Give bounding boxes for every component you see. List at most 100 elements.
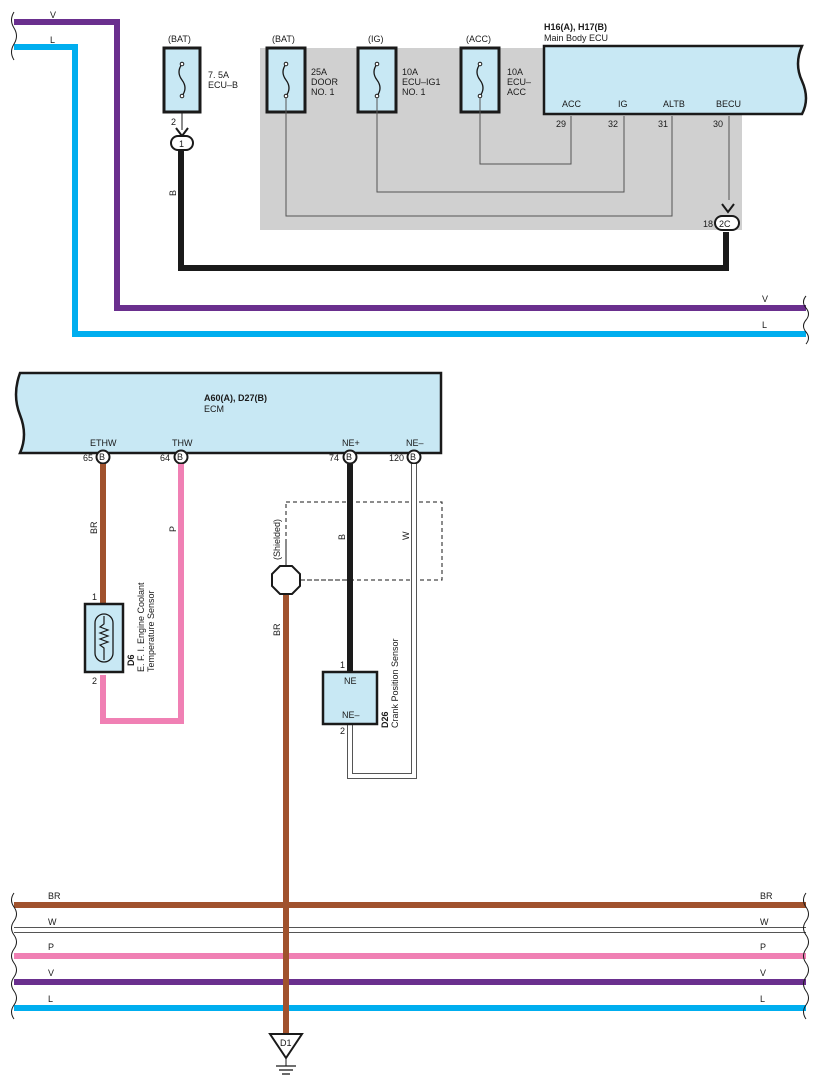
wire-l-top: [14, 44, 806, 337]
ground-connector: [268, 1033, 304, 1060]
fuse4-name2: ACC: [507, 87, 527, 97]
main-ecu-pin-ig: 32: [608, 119, 618, 129]
wire-label-v-top: V: [50, 10, 56, 20]
fuse1-source: (BAT): [168, 34, 191, 44]
ecm-conn-65: B: [99, 452, 105, 462]
main-ecu-body[interactable]: [542, 44, 808, 116]
crank-pin2: 2: [340, 726, 345, 736]
fuse2-source: (BAT): [272, 34, 295, 44]
ecm-term-ne-plus: NE+: [342, 438, 360, 448]
wire-ig1-ig: [376, 98, 625, 193]
bus-label-v-right: V: [760, 968, 766, 978]
fuse3-element: [373, 63, 381, 97]
main-ecu-pin-altb: 31: [658, 119, 668, 129]
bus-label-p-right: P: [760, 942, 766, 952]
wire-label-p-thw: P: [168, 526, 178, 532]
bus-label-br-right: BR: [760, 891, 773, 901]
shield-box: [285, 501, 443, 581]
ecm-code: A60(A), D27(B): [204, 393, 267, 403]
crank-sensor-body[interactable]: [321, 670, 379, 726]
ground-icon: [276, 1058, 296, 1075]
main-ecu-pin-acc: 29: [556, 119, 566, 129]
wire-label-br-shield: BR: [272, 623, 282, 636]
fuse1-pin: 2: [171, 117, 176, 127]
wire-acc-acc: [479, 98, 572, 165]
coolant-code: D6: [126, 654, 136, 666]
bus-label-w-right: W: [760, 917, 769, 927]
fuse2-name1: DOOR: [311, 77, 339, 87]
fuse1-rating: 7. 5A: [208, 70, 229, 80]
fuse2-name2: NO. 1: [311, 87, 335, 97]
coolant-pin2: 2: [92, 676, 97, 686]
ground-label: D1: [280, 1038, 292, 1048]
wire-b-ecub: [178, 150, 729, 271]
wire-w-ne-minus: [347, 464, 417, 779]
main-ecu-term-ig: IG: [618, 99, 628, 109]
fuse4-rating: 10A: [507, 67, 523, 77]
wire-p-thw: [100, 464, 184, 724]
ecm-conn-64: B: [177, 452, 183, 462]
crank-term-ne-minus: NE–: [342, 710, 360, 720]
ecm-pin-120: 120: [389, 453, 404, 463]
fuse1-name: ECU–B: [208, 80, 238, 90]
junction-conn-label: 2C: [719, 219, 731, 229]
wire-label-v-right: V: [762, 294, 768, 304]
fuse3-source: (IG): [368, 34, 384, 44]
coolant-pin1: 1: [92, 592, 97, 602]
wire-label-l-top: L: [50, 35, 55, 45]
fuse1-connector-label: 1: [179, 139, 184, 149]
bus-label-l-right: L: [760, 994, 765, 1004]
main-ecu-code: H16(A), H17(B): [544, 22, 607, 32]
bus-label-v-left: V: [48, 968, 54, 978]
crank-code: D26: [380, 711, 390, 728]
wire-label-b-top: B: [168, 190, 178, 196]
shield-connector-octagon: [271, 565, 301, 595]
main-ecu-term-becu: BECU: [716, 99, 741, 109]
shielded-label: (Shielded): [272, 519, 282, 560]
wire-label-br-ethw: BR: [89, 521, 99, 534]
junction-2c-connector: [714, 215, 740, 231]
break-mark-top-right: [803, 295, 809, 345]
ecm-conn-120: B: [410, 452, 416, 462]
coolant-name2: Temperature Sensor: [146, 590, 156, 672]
wire-label-b-ne: B: [337, 534, 347, 540]
main-ecu-term-altb: ALTB: [663, 99, 685, 109]
fuse3-name1: ECU–IG1: [402, 77, 441, 87]
junction-arrow: [721, 203, 735, 214]
fuse1-connector: [170, 135, 194, 151]
fuse3-name2: NO. 1: [402, 87, 426, 97]
main-ecu-name: Main Body ECU: [544, 33, 608, 43]
main-ecu-pin-becu: 30: [713, 119, 723, 129]
crank-name: Crank Position Sensor: [390, 638, 400, 728]
coolant-name1: E. F. I. Engine Coolant: [136, 582, 146, 672]
break-mark-bottom-right: [803, 892, 809, 1020]
wire-door-altb: [285, 98, 673, 217]
ecm-term-ethw: ETHW: [90, 438, 117, 448]
ecm-body[interactable]: [14, 371, 443, 455]
fuse4-element: [476, 63, 484, 97]
ecm-term-thw: THW: [172, 438, 193, 448]
fuse2-element: [282, 63, 290, 97]
fuse4-source: (ACC): [466, 34, 491, 44]
fuse4-name1: ECU–: [507, 77, 531, 87]
bus-label-br-left: BR: [48, 891, 61, 901]
fuse2-rating: 25A: [311, 67, 327, 77]
crank-pin1: 1: [340, 660, 345, 670]
break-mark-top-left: [11, 11, 17, 61]
fuse3-rating: 10A: [402, 67, 418, 77]
wire-label-w-ne: W: [401, 531, 411, 540]
bus-label-p-left: P: [48, 942, 54, 952]
junction-pin: 18: [703, 219, 713, 229]
crank-term-ne: NE: [344, 676, 357, 686]
ecm-pin-64: 64: [160, 453, 170, 463]
bus-label-w-left: W: [48, 917, 57, 927]
ecm-conn-74: B: [346, 452, 352, 462]
fuse1-element: [178, 63, 186, 97]
bus-label-l-left: L: [48, 994, 53, 1004]
main-ecu-term-acc: ACC: [562, 99, 582, 109]
wire-label-l-right: L: [762, 320, 767, 330]
break-mark-bottom-left: [11, 892, 17, 1020]
thermistor-icon: [94, 613, 114, 663]
ecm-term-ne-minus: NE–: [406, 438, 424, 448]
